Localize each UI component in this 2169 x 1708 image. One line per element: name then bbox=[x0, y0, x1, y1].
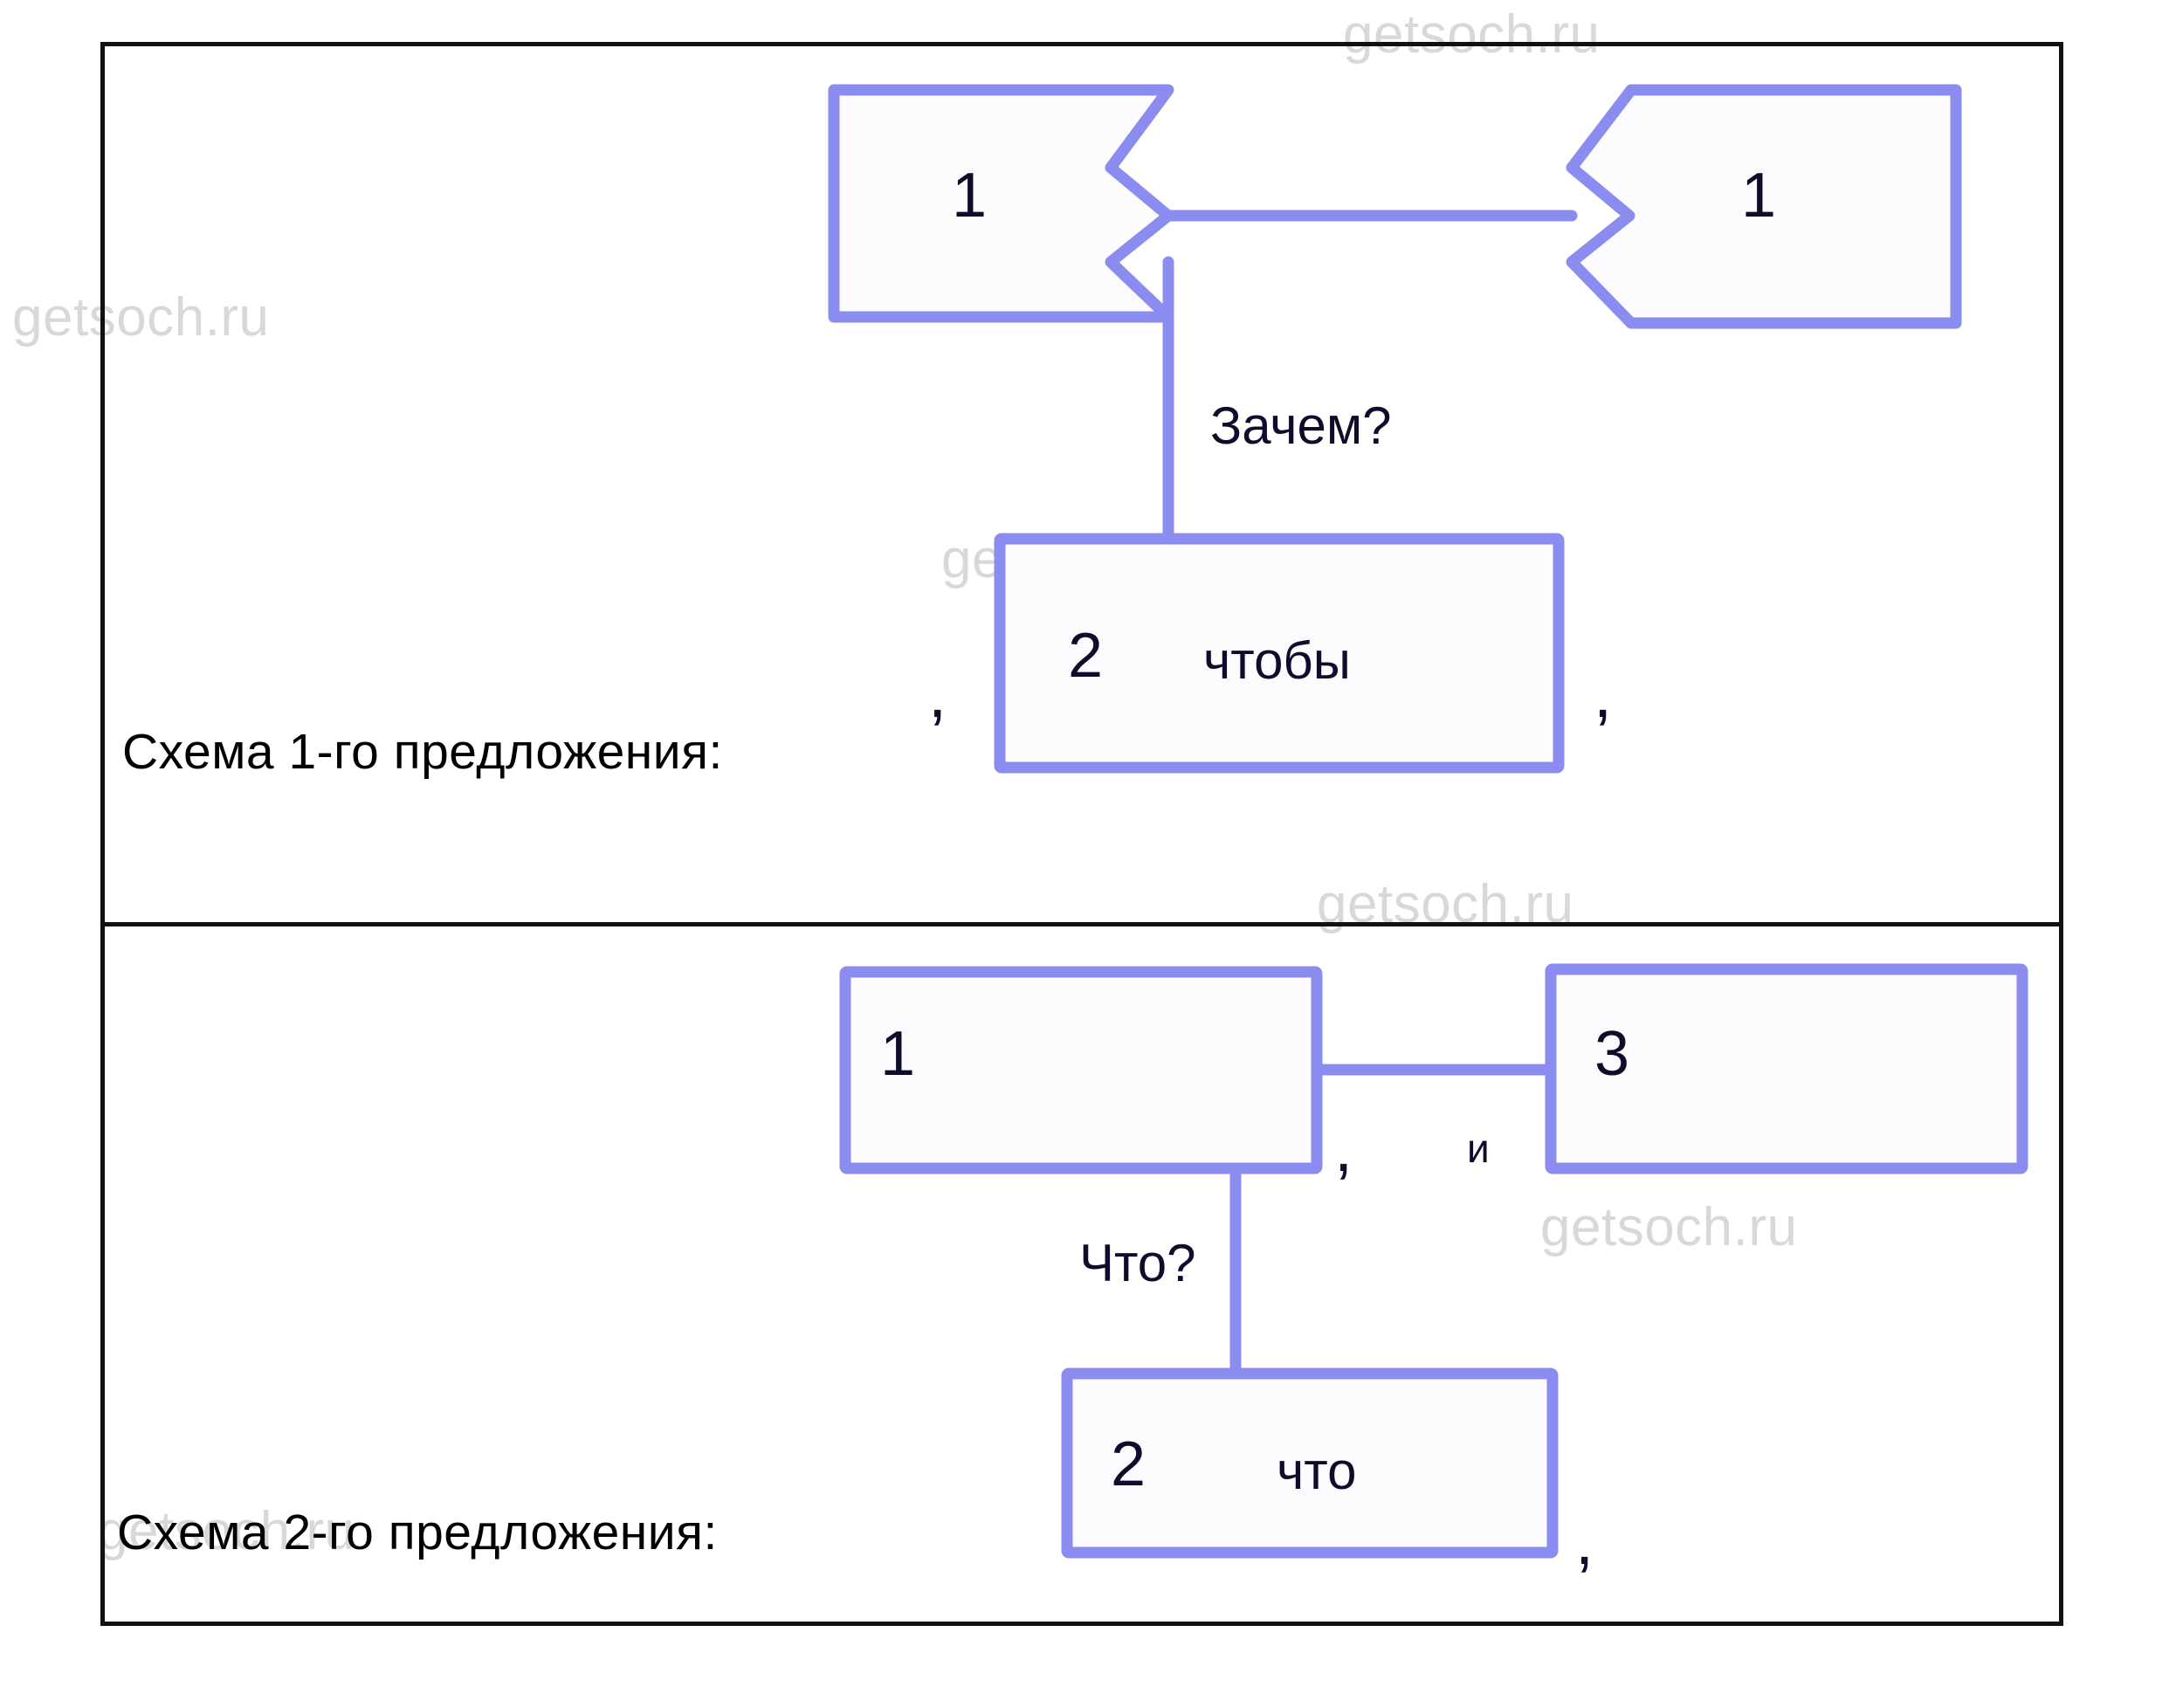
clause-number-p2-1: 1 bbox=[880, 1019, 916, 1089]
clause-number-1-left: 1 bbox=[952, 161, 988, 231]
panel-2-caption: Схема 2-го предложения: bbox=[117, 1505, 718, 1560]
scheme-frame bbox=[100, 42, 2063, 1626]
panel-1-caption: Схема 1-го предложения: bbox=[122, 724, 723, 780]
panel-divider bbox=[100, 922, 2063, 926]
clause-number-2: 2 bbox=[1068, 621, 1104, 691]
edge-label-what: Что? bbox=[1079, 1234, 1196, 1292]
comma-before-clause-2: , bbox=[928, 658, 947, 732]
conjunction-chto: что bbox=[1277, 1442, 1357, 1500]
clause-number-p2-2: 2 bbox=[1111, 1429, 1146, 1499]
comma-after-clause-p2-2: , bbox=[1575, 1505, 1594, 1579]
comma-after-clause-p2-1: , bbox=[1334, 1112, 1353, 1186]
comma-after-clause-2: , bbox=[1594, 658, 1613, 732]
conjunction-i: и bbox=[1467, 1126, 1490, 1171]
clause-number-p2-3: 3 bbox=[1594, 1019, 1630, 1089]
edge-label-why: Зачем? bbox=[1210, 396, 1392, 455]
conjunction-chtoby: чтобы bbox=[1203, 631, 1351, 690]
clause-number-1-right: 1 bbox=[1741, 161, 1777, 231]
